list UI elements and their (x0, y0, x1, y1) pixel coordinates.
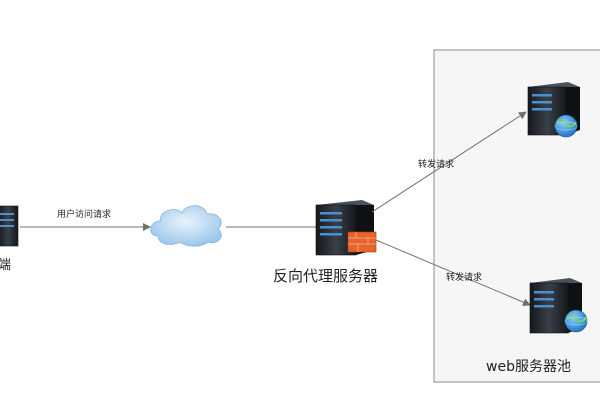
internet-cloud-icon (150, 205, 222, 247)
globe-icon (554, 114, 578, 138)
edge-proxy-server-top (371, 111, 527, 213)
server-pool-label: web服务器池 (486, 359, 571, 375)
client-label: 端 (0, 258, 11, 273)
proxy-label: 反向代理服务器 (273, 267, 378, 285)
client-server-icon (0, 205, 19, 247)
edge-request-label: 用户访问请求 (57, 208, 111, 220)
globe-icon (564, 309, 588, 333)
edge-proxy-server-bottom (375, 239, 531, 306)
web-server-bottom-icon (529, 278, 582, 334)
forward-label-top: 转发请求 (418, 158, 454, 170)
forward-label-bottom: 转发请求 (446, 271, 482, 283)
firewall-icon (347, 231, 377, 253)
